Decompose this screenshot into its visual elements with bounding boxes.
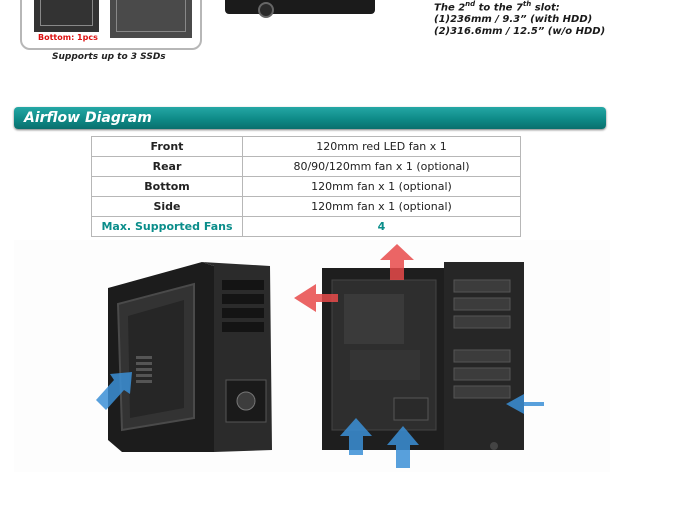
row-value: 4	[242, 216, 521, 237]
exhaust-arrow-icon	[294, 284, 338, 312]
slot-title: The 2nd to the 7th slot:	[434, 0, 560, 14]
row-value: 120mm fan x 1 (optional)	[242, 176, 521, 197]
intake-arrow-icon	[387, 426, 419, 468]
ssd-bracket-image	[34, 0, 99, 32]
row-label: Front	[91, 136, 243, 157]
bottom-badge: Bottom: 1pcs	[38, 33, 98, 42]
row-value: 120mm fan x 1 (optional)	[242, 196, 521, 217]
slot-line-1: (1)236mm / 9.3” (with HDD)	[434, 14, 593, 26]
section-title: Airflow Diagram	[24, 110, 152, 126]
ssd-bay-image	[110, 0, 192, 38]
row-label: Side	[91, 196, 243, 217]
slot-line-2: (2)316.6mm / 12.5” (w/o HDD)	[434, 26, 606, 38]
wheel-icon	[258, 2, 274, 18]
intake-arrow-icon	[96, 372, 132, 410]
row-value: 120mm red LED fan x 1	[242, 136, 521, 157]
row-label: Bottom	[91, 176, 243, 197]
exhaust-arrow-icon	[380, 244, 414, 280]
airflow-photo	[14, 240, 610, 472]
ssd-support-caption: Supports up to 3 SSDs	[52, 52, 166, 62]
case-exterior-image	[108, 262, 272, 452]
airflow-illustration	[96, 244, 544, 468]
row-value: 80/90/120mm fan x 1 (optional)	[242, 156, 521, 177]
intake-arrow-icon	[340, 418, 372, 455]
section-header-bar	[14, 107, 606, 129]
case-drive-image	[225, 0, 375, 14]
case-interior-image	[322, 262, 524, 450]
row-label: Max. Supported Fans	[91, 216, 243, 237]
intake-arrow-icon	[506, 394, 544, 414]
slot-clearance-text: The 2nd to the 7th slot: (1)236mm / 9.3”…	[434, 0, 605, 38]
row-label: Rear	[91, 156, 243, 177]
